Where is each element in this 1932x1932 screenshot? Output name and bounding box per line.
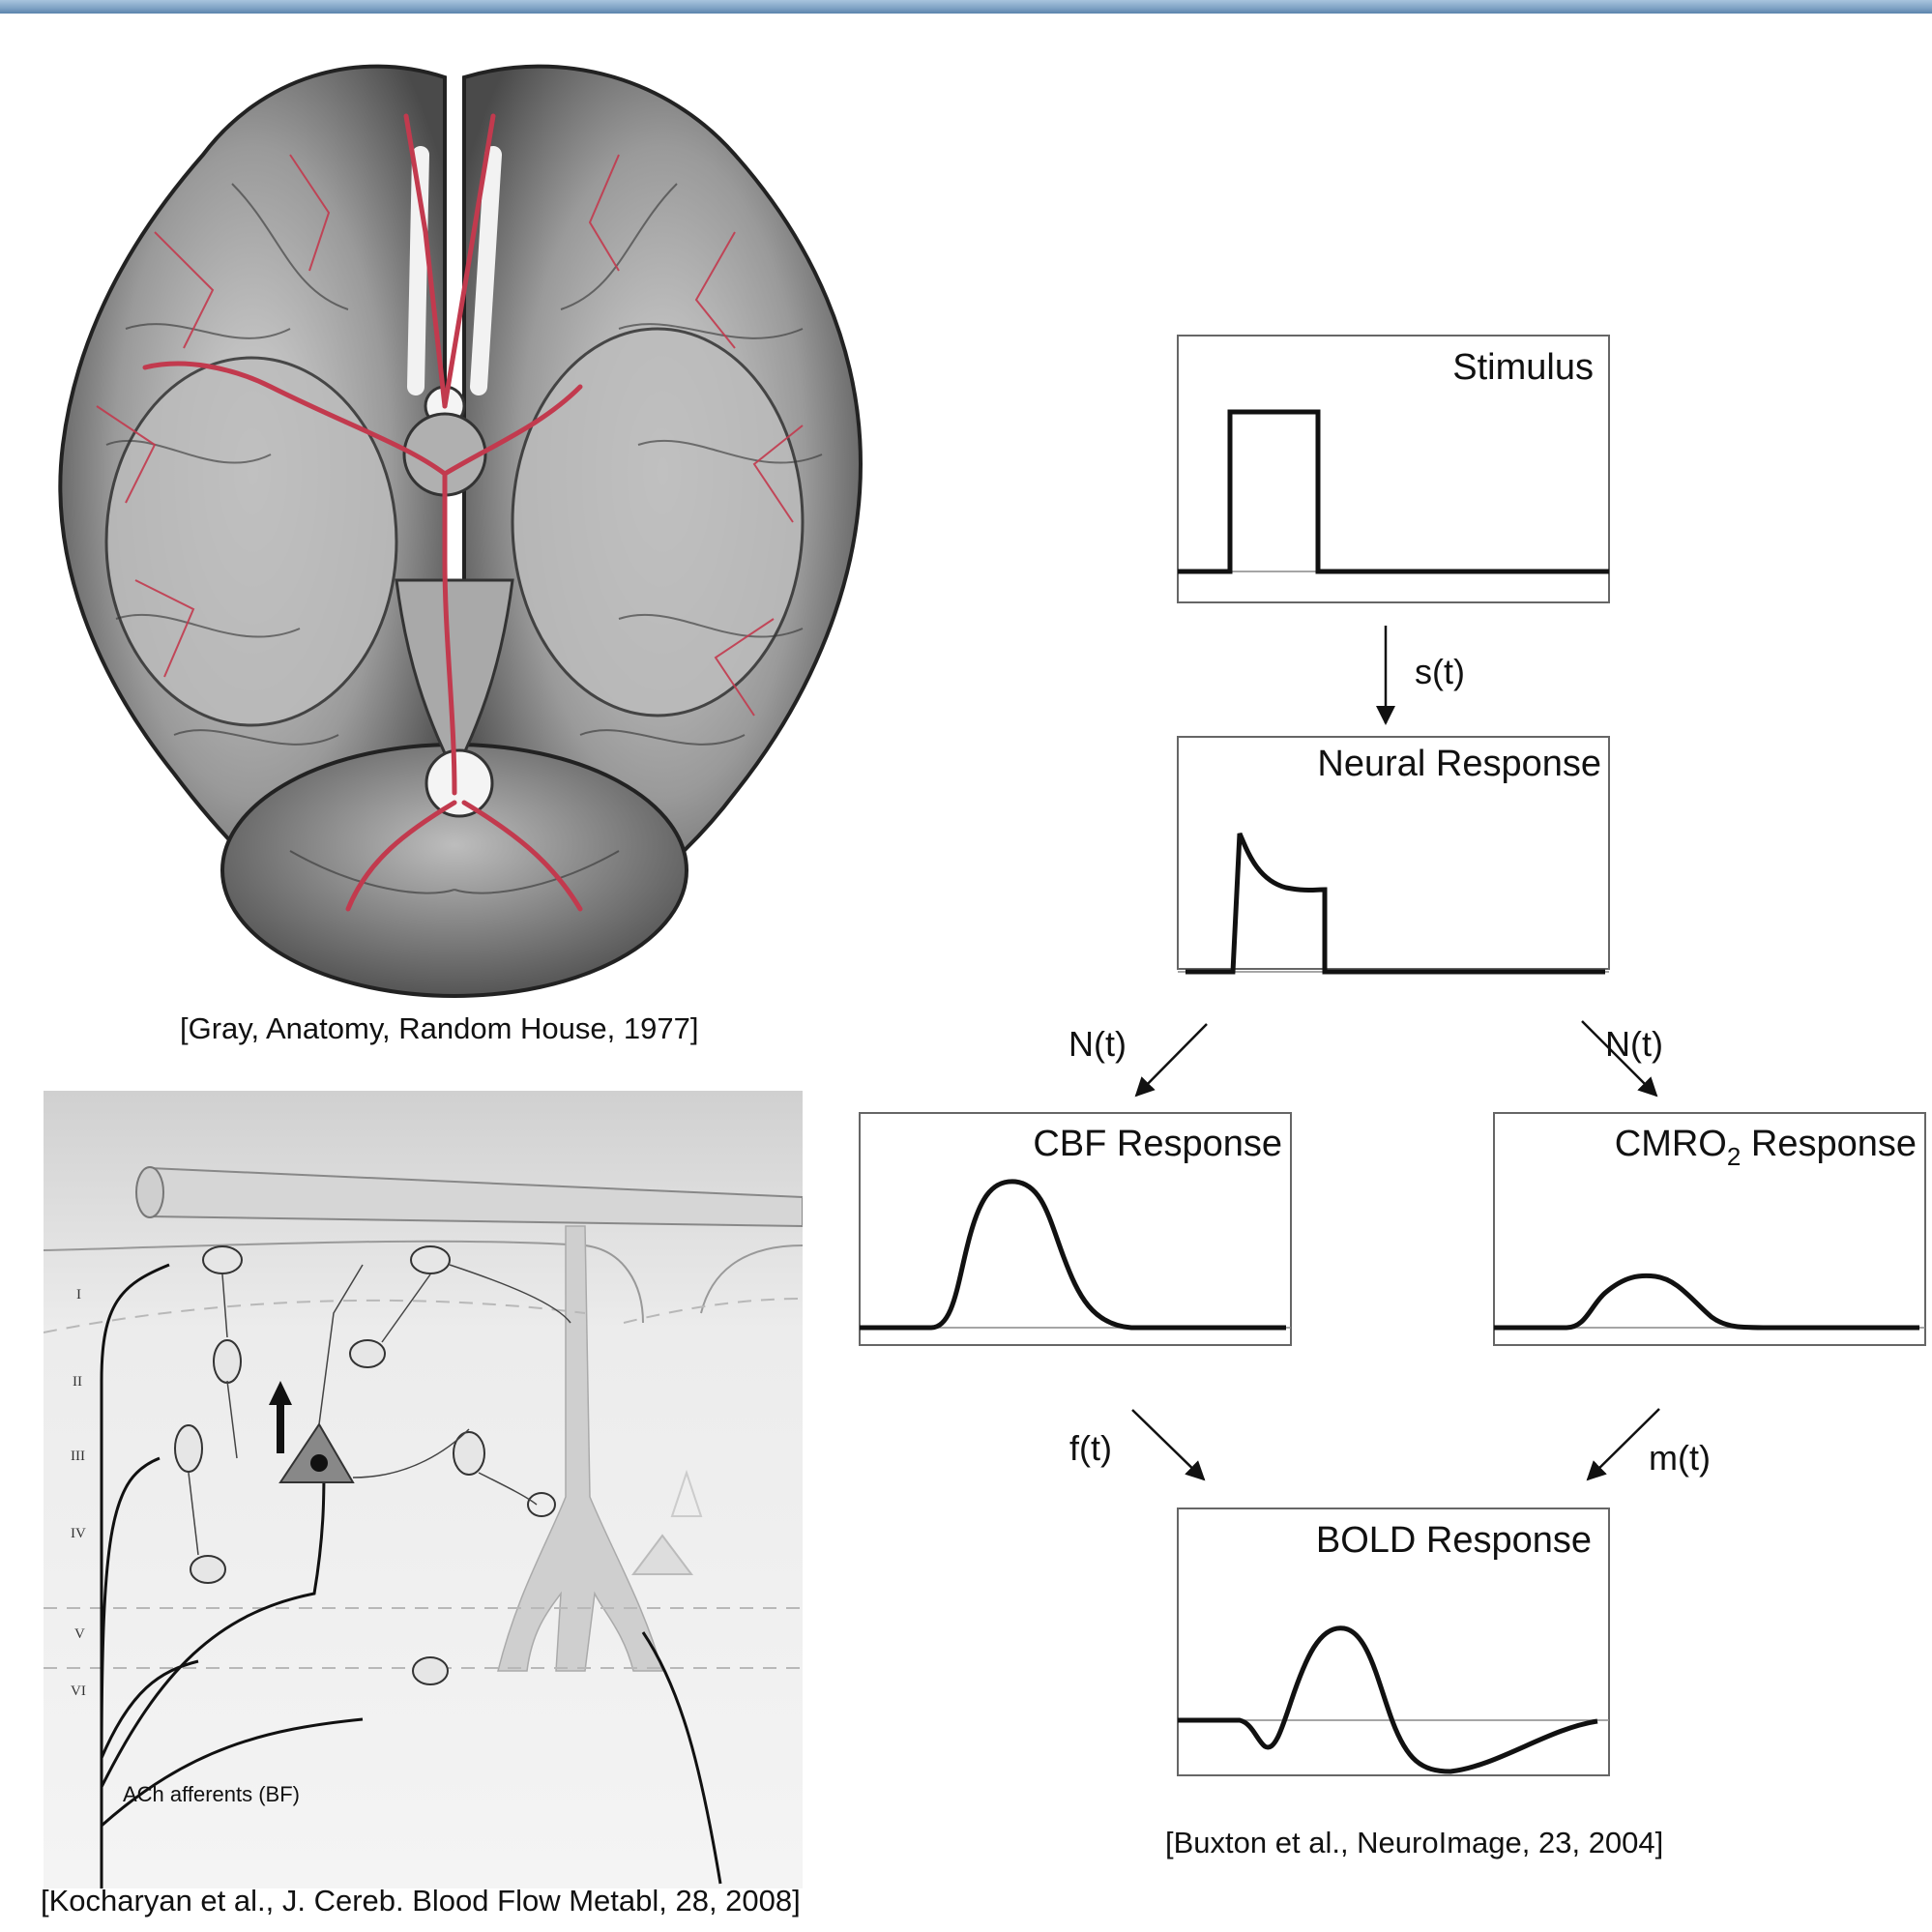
neural-title: Neural Response [1317,744,1601,784]
label-s: s(t) [1415,652,1465,691]
label-m: m(t) [1649,1438,1711,1478]
cbf-response-box: CBF Response [860,1113,1291,1345]
cmro2-response-box: CMRO2 Response [1494,1113,1925,1345]
label-f: f(t) [1069,1428,1112,1468]
bold-response-box: BOLD Response [1178,1508,1609,1775]
neural-response-box: Neural Response [1178,737,1609,972]
stimulus-box: Stimulus [1178,336,1609,602]
cbf-title: CBF Response [1033,1124,1282,1164]
model-caption: [Buxton et al., NeuroImage, 23, 2004] [1165,1826,1663,1860]
label-n-right: N(t) [1605,1024,1663,1064]
stimulus-title: Stimulus [1452,347,1594,388]
cmro2-title: CMRO2 Response [1615,1124,1917,1171]
arrow-f [1132,1410,1204,1479]
label-n-left: N(t) [1068,1024,1127,1064]
arrow-n-left [1136,1024,1207,1096]
bold-title: BOLD Response [1316,1520,1592,1561]
